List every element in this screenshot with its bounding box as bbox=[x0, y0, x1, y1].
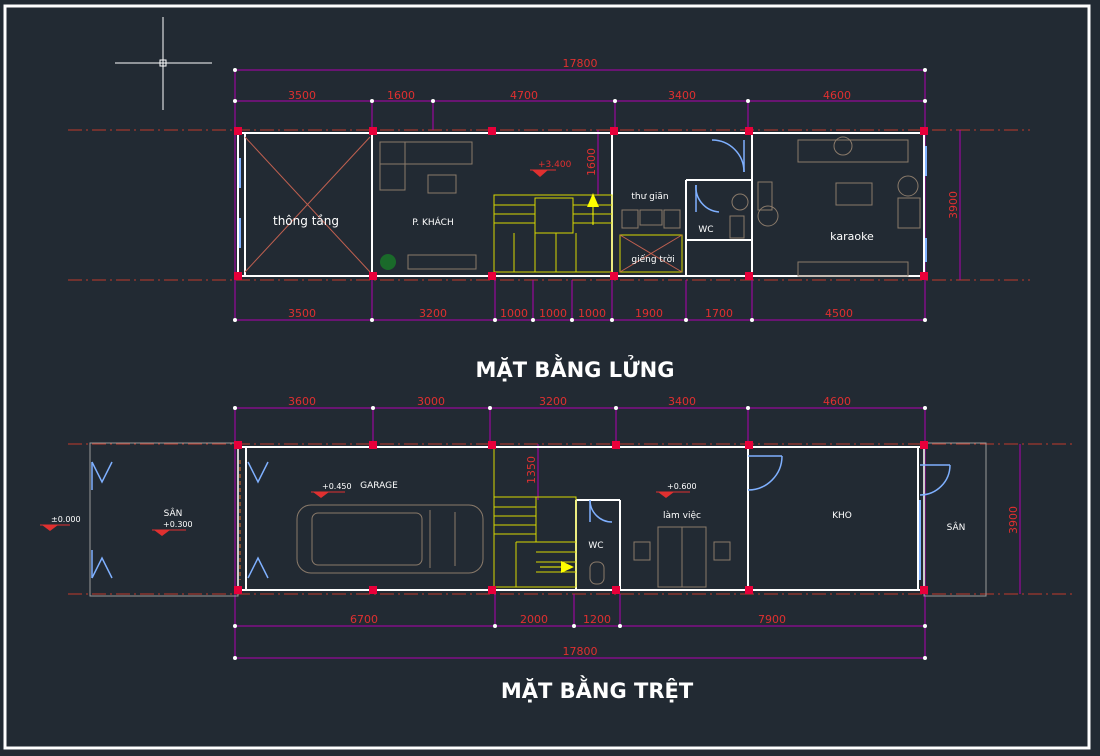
lower-top-dim-2: 3000 bbox=[417, 395, 445, 408]
room-wc-lower: WC bbox=[588, 541, 603, 551]
lower-bottom-dim-1: 6700 bbox=[350, 613, 378, 626]
lower-stair bbox=[493, 447, 577, 588]
lower-stair-arrow-icon bbox=[561, 561, 574, 573]
upper-plan-title: MẶT BẰNG LỬNG bbox=[476, 354, 675, 382]
upper-furniture bbox=[379, 136, 921, 277]
upper-stair-arrow-icon bbox=[587, 193, 599, 207]
car-icon bbox=[296, 504, 484, 574]
upper-columns bbox=[234, 127, 928, 280]
room-thu-gian: thư giãn bbox=[631, 192, 668, 202]
upper-side-dim: 3900 bbox=[947, 191, 960, 219]
level-garage: +0.450 bbox=[322, 482, 352, 491]
level-san-front: ±0.000 bbox=[51, 515, 81, 524]
room-san-back: SÂN bbox=[947, 521, 966, 533]
room-karaoke: karaoke bbox=[830, 230, 874, 243]
upper-level-marker: +3.400 bbox=[530, 160, 572, 177]
upper-top-dim-4: 3400 bbox=[668, 89, 696, 102]
upper-level-text: +3.400 bbox=[538, 160, 572, 170]
room-wc-upper: WC bbox=[698, 225, 713, 235]
level-lam-viec: +0.600 bbox=[667, 482, 697, 491]
upper-bottom-dim-1: 3500 bbox=[288, 307, 316, 320]
upper-bottom-dim-8: 4500 bbox=[825, 307, 853, 320]
crosshair-cursor-icon bbox=[115, 17, 212, 110]
lower-top-dim-5: 4600 bbox=[823, 395, 851, 408]
room-san-front: SÂN bbox=[164, 507, 183, 519]
lower-bottom-dim-2: 2000 bbox=[520, 613, 548, 626]
lower-plan: ±0.000 +0.300 +0.450 +0.600 3600 3000 32… bbox=[40, 395, 1075, 703]
upper-top-dim-1: 3500 bbox=[288, 89, 316, 102]
upper-top-dim-2: 1600 bbox=[387, 89, 415, 102]
level-san-inner: +0.300 bbox=[163, 520, 193, 529]
drawing-frame bbox=[3, 4, 1091, 750]
lower-plan-title: MẶT BẰNG TRỆT bbox=[501, 675, 694, 703]
lower-total-dim: 17800 bbox=[563, 645, 598, 658]
room-garage: GARAGE bbox=[360, 481, 398, 491]
upper-stair bbox=[493, 194, 613, 273]
lower-top-dim-3: 3200 bbox=[539, 395, 567, 408]
upper-bottom-dim-3: 1000 bbox=[500, 307, 528, 320]
room-p-khach: P. KHÁCH bbox=[412, 216, 453, 228]
upper-bottom-dim-7: 1700 bbox=[705, 307, 733, 320]
upper-bottom-dim-5: 1000 bbox=[578, 307, 606, 320]
lower-bottom-dim-3: 1200 bbox=[583, 613, 611, 626]
room-thong-tang: thông tầng bbox=[273, 214, 339, 228]
room-kho: KHO bbox=[832, 511, 852, 521]
lower-bottom-dim-4: 7900 bbox=[758, 613, 786, 626]
lower-stair-dim: 1350 bbox=[525, 456, 538, 484]
upper-bottom-dim-6: 1900 bbox=[635, 307, 663, 320]
upper-stair-dim: 1600 bbox=[585, 148, 598, 176]
lower-top-dim-4: 3400 bbox=[668, 395, 696, 408]
upper-top-dim-5: 4600 bbox=[823, 89, 851, 102]
upper-top-dim-3: 4700 bbox=[510, 89, 538, 102]
room-gieng-troi: giếng trời bbox=[631, 254, 674, 265]
upper-bottom-dim-2: 3200 bbox=[419, 307, 447, 320]
room-lam-viec: làm việc bbox=[663, 510, 701, 521]
lower-columns bbox=[234, 441, 928, 594]
upper-bottom-dim-4: 1000 bbox=[539, 307, 567, 320]
lower-top-dim-1: 3600 bbox=[288, 395, 316, 408]
upper-plan: +3.400 17800 3500 1600 4700 3400 4600 35… bbox=[68, 57, 1030, 382]
plant-icon bbox=[380, 254, 396, 270]
upper-total-dim: 17800 bbox=[563, 57, 598, 70]
lower-side-dim: 3900 bbox=[1007, 506, 1020, 534]
